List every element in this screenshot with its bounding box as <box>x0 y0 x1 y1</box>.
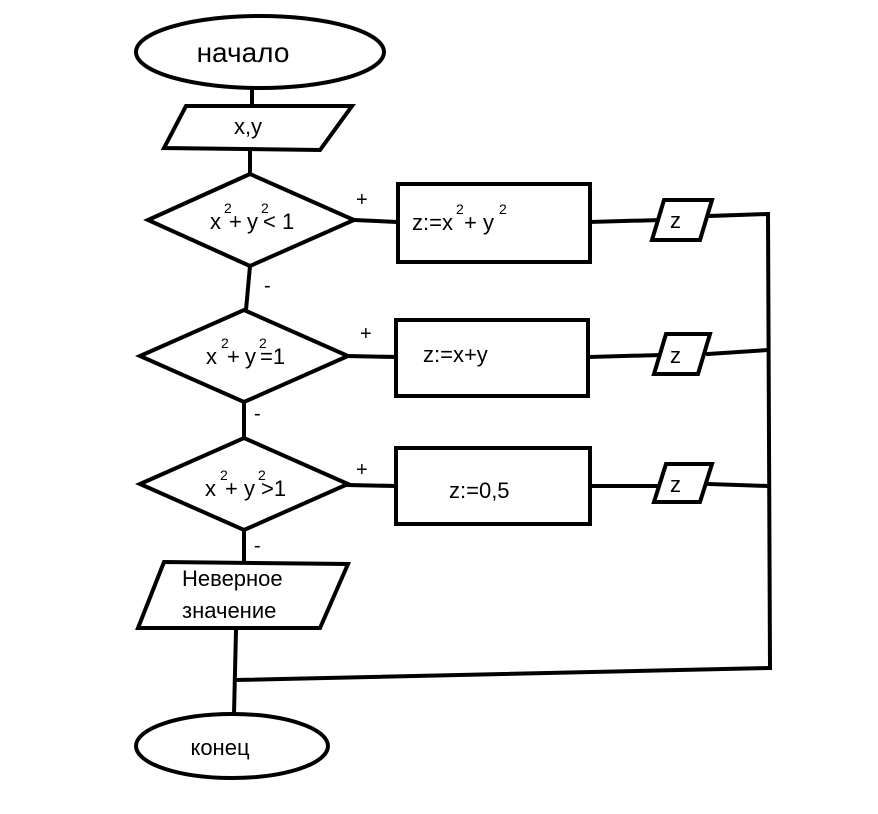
no-label-3: - <box>254 535 261 557</box>
connector-cond3-proc3 <box>345 482 399 489</box>
process-1-text: z:=x 2 + y 2 <box>412 201 507 235</box>
connector-bus-vertical <box>765 211 773 671</box>
connector-cond2-proc2 <box>345 353 399 360</box>
connector-cond1-proc1 <box>351 217 401 225</box>
connectors <box>231 86 773 717</box>
out2-label: z <box>670 343 681 368</box>
process-3 <box>394 446 592 526</box>
proc1-mid: + y <box>464 210 494 235</box>
decision-3-text: x 2 + y 2 >1 <box>205 467 286 501</box>
connector-proc1-out1 <box>587 217 663 225</box>
proc3-label: z:=0,5 <box>449 478 510 503</box>
error-line-1: Неверное <box>182 566 283 591</box>
cond1-x: x <box>210 209 221 234</box>
cond3-plus: + <box>225 476 238 501</box>
proc1-prefix: z:=x <box>412 210 453 235</box>
out3-label: z <box>670 472 681 497</box>
output-1 <box>649 198 715 242</box>
proc1-x-exp: 2 <box>456 201 464 217</box>
cond1-plus: + <box>229 209 242 234</box>
cond3-rel: >1 <box>261 476 286 501</box>
input-label: x,y <box>234 114 262 139</box>
proc1-y-exp: 2 <box>499 201 507 217</box>
cond1-y: y <box>247 209 258 234</box>
start-label: начало <box>197 37 290 68</box>
yes-label-2: + <box>360 323 372 345</box>
decision-1 <box>143 171 359 269</box>
output-3 <box>651 462 715 504</box>
cond3-x: x <box>205 476 216 501</box>
process-1 <box>396 182 592 264</box>
connector-proc2-out2 <box>587 352 663 360</box>
decision-1-text: x 2 + y 2 < 1 <box>210 200 294 234</box>
cond2-plus: + <box>227 344 240 369</box>
decision-2-text: x 2 + y 2 =1 <box>206 335 285 369</box>
connector-out3-bus <box>705 481 771 489</box>
no-label-2: - <box>254 403 261 425</box>
cond2-rel: =1 <box>260 344 285 369</box>
cond2-x-exp: 2 <box>221 335 229 351</box>
end-label: конец <box>190 735 249 760</box>
cond3-x-exp: 2 <box>220 467 228 483</box>
process-2 <box>394 318 590 398</box>
error-line-2: значение <box>182 598 276 623</box>
no-label-1: - <box>264 275 271 297</box>
cond1-rel: < 1 <box>263 209 294 234</box>
yes-label-3: + <box>356 459 368 481</box>
cond3-y: y <box>244 476 255 501</box>
connector-out2-bus <box>705 347 771 357</box>
connector-cond1-cond2 <box>243 263 253 313</box>
input-xy <box>160 104 356 153</box>
connector-error-end <box>231 627 239 717</box>
decision-2 <box>135 307 353 405</box>
cond1-x-exp: 2 <box>224 200 232 216</box>
start-terminal <box>134 14 386 90</box>
cond2-y: y <box>245 344 256 369</box>
cond1-y-exp: 2 <box>261 200 269 216</box>
proc2-label: z:=x+y <box>423 342 488 367</box>
cond2-x: x <box>206 344 217 369</box>
end-terminal <box>134 712 330 780</box>
cond3-y-exp: 2 <box>258 467 266 483</box>
decision-3 <box>135 435 353 533</box>
output-2 <box>651 332 713 376</box>
output-error <box>135 559 352 630</box>
connector-bus-return <box>233 665 773 683</box>
yes-label-1: + <box>356 189 368 211</box>
out1-label: z <box>670 208 681 233</box>
connector-out1-bus <box>705 211 771 219</box>
cond2-y-exp: 2 <box>259 335 267 351</box>
